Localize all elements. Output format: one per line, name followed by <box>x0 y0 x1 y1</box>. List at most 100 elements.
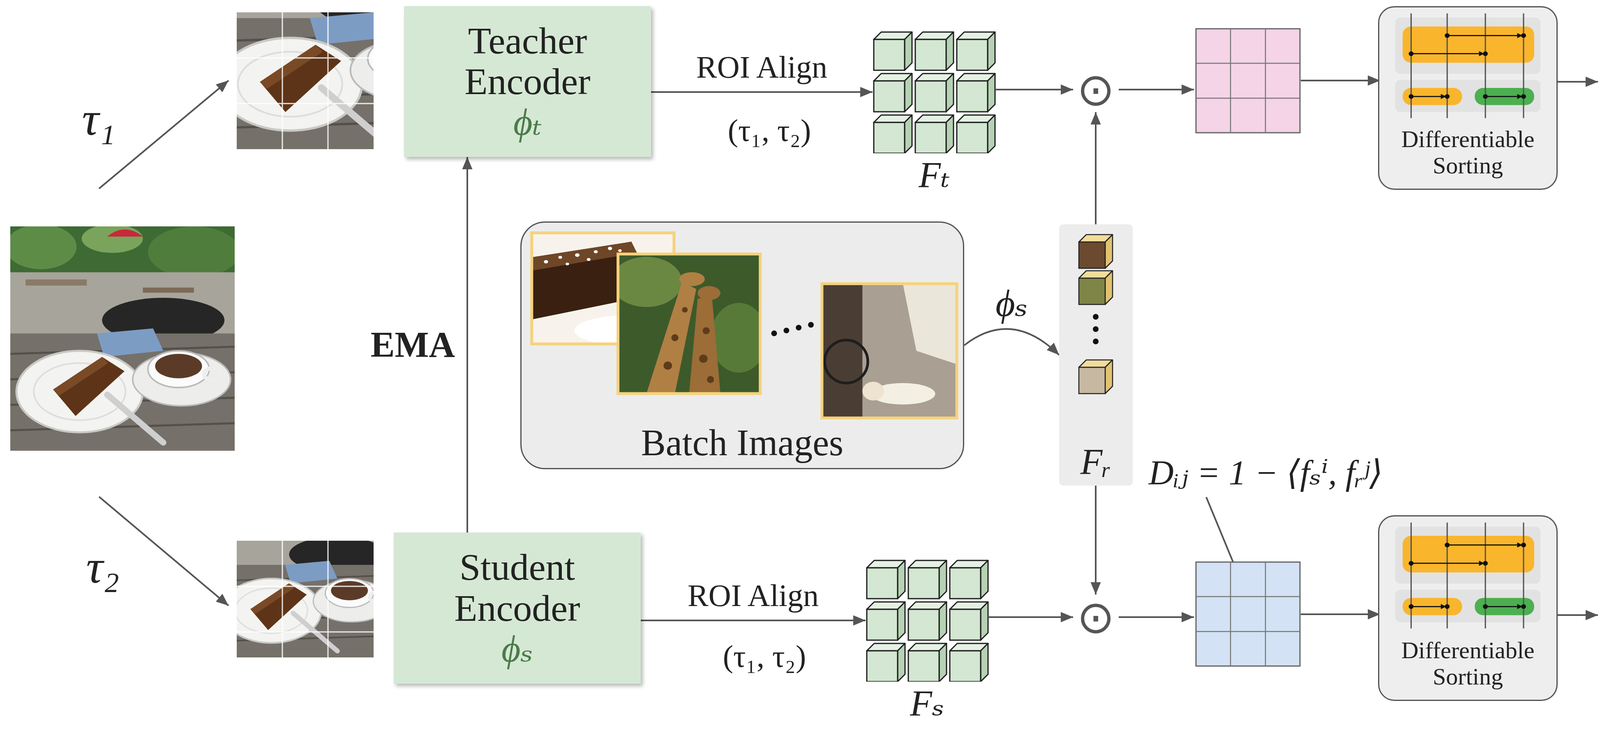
layout-arrows <box>99 80 1598 618</box>
label-text: τ₁ <box>81 93 116 146</box>
illustration-part <box>1447 34 1519 37</box>
illustration-part <box>236 586 374 588</box>
illustration-part <box>618 253 761 394</box>
illustration-part <box>1195 62 1300 65</box>
illustration-part <box>1484 522 1487 629</box>
illustration-part <box>706 376 714 384</box>
cube-face <box>904 32 912 71</box>
illustration-part <box>610 256 682 308</box>
illustration-part <box>327 540 329 678</box>
cube-face <box>873 122 905 154</box>
connector-arrow <box>1094 485 1097 595</box>
node-text: Differentiable Sorting <box>1379 637 1557 691</box>
illustration-part <box>281 12 284 150</box>
illustration-part <box>1408 32 1526 99</box>
node-text: Fᵣ <box>1080 443 1112 481</box>
connector-arrow <box>640 619 866 622</box>
illustration-part <box>1410 53 1480 55</box>
feature-grid <box>865 559 989 682</box>
connector-arrow <box>651 91 873 93</box>
label-text: τ₂ <box>85 541 120 594</box>
illustration-part <box>1195 596 1300 598</box>
illustration-part <box>771 330 778 337</box>
illustration-part <box>281 540 284 678</box>
cube-face <box>1078 278 1106 305</box>
illustration-part <box>1410 563 1480 565</box>
cube-face <box>908 567 940 599</box>
illustration-part <box>783 327 790 334</box>
illustration-part <box>1410 522 1412 629</box>
reference-feature-column: Fᵣ <box>1059 224 1133 486</box>
illustration-part <box>1446 522 1448 629</box>
illustration-part <box>1410 544 1519 607</box>
crop-grid <box>236 12 374 150</box>
edge-label: ROI Align <box>696 50 828 85</box>
illustration-part <box>1474 597 1535 616</box>
illustration-part <box>543 260 548 264</box>
illustration-part <box>99 80 229 189</box>
cube-face <box>939 560 947 599</box>
illustration-part <box>5 224 241 451</box>
matrix <box>1195 28 1300 133</box>
cube-face <box>956 39 988 71</box>
cube-face <box>1078 367 1106 394</box>
illustration-part <box>1402 535 1535 573</box>
illustration-part <box>1195 562 1300 667</box>
cube-face <box>908 651 940 682</box>
cube-face <box>939 602 947 641</box>
cube-face <box>987 73 996 112</box>
illustration-part <box>1265 28 1267 133</box>
illustration-part <box>1553 614 1598 617</box>
illustration-part <box>1408 94 1414 99</box>
illustration-part <box>681 307 688 313</box>
connector-arrow <box>466 156 469 533</box>
batch-panel: Batch Images <box>520 221 965 470</box>
input-image <box>5 224 241 451</box>
text-holder: Batch Images <box>521 423 963 463</box>
illustration-part <box>1553 80 1598 83</box>
illustration-part <box>1402 26 1535 63</box>
feature-grid <box>872 30 996 154</box>
illustration-part <box>663 307 714 384</box>
cube-face <box>904 115 912 154</box>
cube-face <box>873 39 905 71</box>
illustration-part <box>1484 13 1487 119</box>
illustration-part <box>1485 95 1519 97</box>
illustration-part <box>1265 562 1267 667</box>
illustration-part <box>1230 562 1232 667</box>
illustration-part <box>1408 604 1414 610</box>
text-holder: Fₛ <box>865 684 989 723</box>
illustration-part <box>699 354 708 363</box>
illustration-part <box>1410 13 1524 119</box>
illustration-part <box>1447 544 1519 546</box>
illustration-part <box>1444 94 1450 99</box>
illustration-part <box>558 256 563 259</box>
illustration-part <box>1446 13 1448 119</box>
illustration-part <box>593 250 598 254</box>
sorting-box: Differentiable Sorting <box>1378 515 1558 702</box>
illustration-part <box>586 258 591 261</box>
illustration-part <box>565 262 569 266</box>
cube-face <box>915 80 947 112</box>
illustration-part <box>663 361 672 370</box>
illustration-part <box>671 334 679 342</box>
illustration-part <box>1482 561 1488 566</box>
illustration-part <box>1408 542 1526 610</box>
cube-face <box>980 560 989 599</box>
cube-face <box>873 80 905 112</box>
node-text: Batch Images <box>641 423 844 463</box>
crop-view-2 <box>212 478 398 658</box>
illustration-part <box>902 283 957 365</box>
illustration-part <box>862 381 885 401</box>
connector-arrow <box>988 616 1074 619</box>
illustration-part <box>1395 79 1541 112</box>
cube-face <box>980 643 989 682</box>
node-text: ϕₛ <box>501 628 534 670</box>
cube-face <box>915 122 947 154</box>
sorting-box: Differentiable Sorting <box>1378 6 1558 190</box>
node-text: Teacher Encoder <box>424 20 631 103</box>
illustration-part <box>1444 604 1450 610</box>
illustration-part <box>1408 561 1414 566</box>
connector-arrow <box>964 329 1060 356</box>
